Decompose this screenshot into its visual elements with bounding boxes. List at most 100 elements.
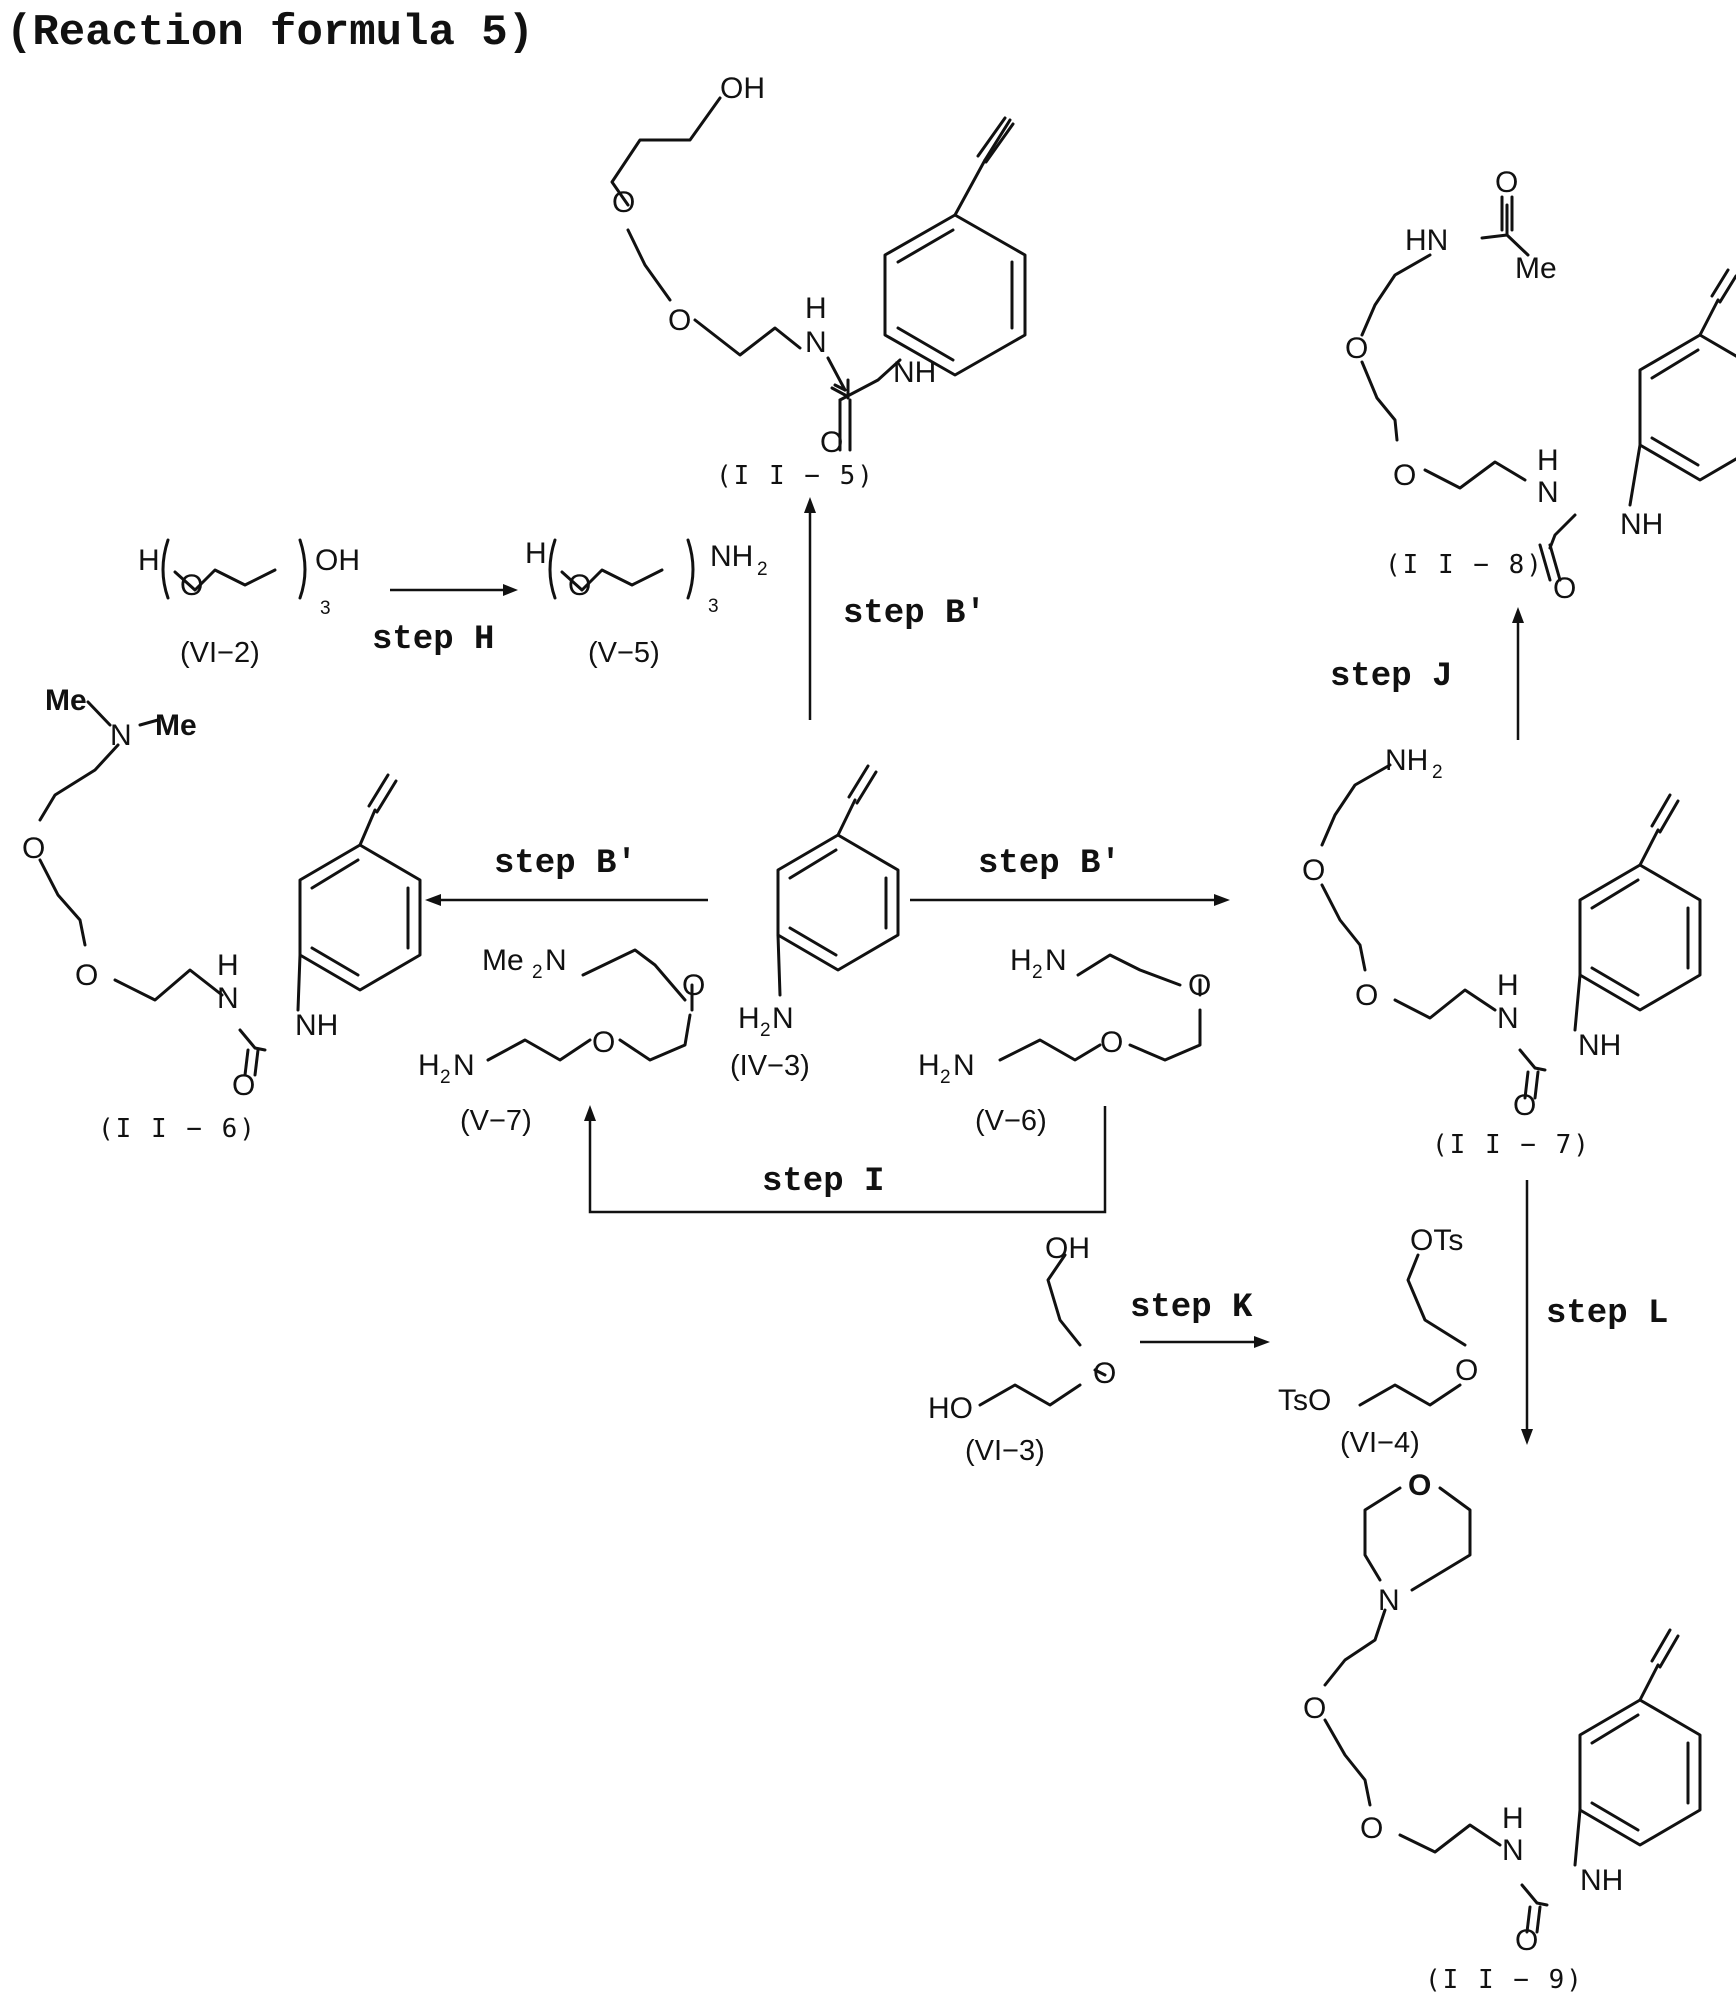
ii5-n: N bbox=[805, 326, 827, 359]
ii6-o3: O bbox=[232, 1069, 255, 1102]
scheme-title: (Reaction formula 5) bbox=[6, 8, 534, 58]
step-i-label: step I bbox=[762, 1163, 884, 1201]
arrow-step-k bbox=[1140, 1336, 1270, 1348]
vi2-n: 3 bbox=[320, 598, 331, 619]
step-j-label: step J bbox=[1330, 658, 1452, 696]
compound-iv-3 bbox=[778, 766, 898, 995]
v5-o: O bbox=[568, 569, 591, 602]
ii8-me: Me bbox=[1515, 252, 1557, 285]
ii7-nh2: NH bbox=[1385, 744, 1428, 777]
arrow-step-j bbox=[1512, 607, 1524, 740]
vi2-o: O bbox=[180, 569, 203, 602]
v7-me2n-sub: 2 bbox=[532, 962, 543, 983]
ii7-h: H bbox=[1497, 969, 1519, 1002]
arrow-step-b-left bbox=[425, 894, 708, 906]
ii9-n: N bbox=[1502, 1834, 1524, 1867]
ii7-n: N bbox=[1497, 1002, 1519, 1035]
ii6-me1: Me bbox=[45, 684, 87, 717]
iv3-h2n: H bbox=[738, 1002, 760, 1035]
v7-h2n-sub: 2 bbox=[440, 1067, 451, 1088]
v6-h2n-top-sub: 2 bbox=[1032, 962, 1043, 983]
vi2-label: (VI−2) bbox=[180, 637, 260, 669]
v7-h2n: H bbox=[418, 1049, 440, 1082]
ii7-o1: O bbox=[1302, 854, 1325, 887]
vi3-label: (VI−3) bbox=[965, 1435, 1045, 1467]
ii8-o3: O bbox=[1553, 572, 1576, 605]
iv3-label: (IV−3) bbox=[730, 1050, 810, 1082]
ii8-label: (I I − 8) bbox=[1385, 550, 1544, 580]
ii8-n: N bbox=[1537, 476, 1559, 509]
ii7-label: (I I − 7) bbox=[1432, 1130, 1591, 1160]
v6-h2n-top: H bbox=[1010, 944, 1032, 977]
v6-n-bottom: N bbox=[953, 1049, 975, 1082]
compound-ii-7 bbox=[1322, 765, 1700, 1098]
ii5-o3: O bbox=[820, 426, 843, 459]
compound-ii-6 bbox=[40, 702, 420, 1075]
v6-o-right: O bbox=[1188, 969, 1211, 1002]
vi2-oh: OH bbox=[315, 544, 360, 577]
ii9-n-morpholine: N bbox=[1378, 1584, 1400, 1617]
v6-o-mid: O bbox=[1100, 1026, 1123, 1059]
ii9-label: (I I − 9) bbox=[1425, 1965, 1584, 1995]
vi4-label: (VI−4) bbox=[1340, 1427, 1420, 1459]
vi3-ho: HO bbox=[928, 1392, 973, 1425]
v5-label: (V−5) bbox=[588, 637, 660, 669]
ii8-o-carbonyl: O bbox=[1495, 166, 1518, 199]
step-b-right-label: step B' bbox=[978, 845, 1121, 883]
v5-n: 3 bbox=[708, 596, 719, 617]
vi4-o: O bbox=[1455, 1354, 1478, 1387]
ii9-o1: O bbox=[1303, 1692, 1326, 1725]
step-k-label: step K bbox=[1130, 1289, 1253, 1327]
vi3-oh: OH bbox=[1045, 1232, 1090, 1265]
step-l-label: step L bbox=[1546, 1295, 1668, 1333]
iv3-h2n-sub: 2 bbox=[760, 1020, 771, 1041]
step-b-up-label: step B' bbox=[843, 595, 986, 633]
ii9-h: H bbox=[1502, 1802, 1524, 1835]
compound-ii-5 bbox=[612, 98, 1025, 450]
v7-o-mid: O bbox=[592, 1026, 615, 1059]
ii6-o2: O bbox=[75, 959, 98, 992]
ii7-nh: NH bbox=[1578, 1029, 1621, 1062]
v7-me2n: Me bbox=[482, 944, 524, 977]
v7-o-right: O bbox=[682, 969, 705, 1002]
ii8-h: H bbox=[1537, 444, 1559, 477]
ii9-o2: O bbox=[1360, 1812, 1383, 1845]
ii5-o1: O bbox=[612, 186, 635, 219]
arrow-step-h bbox=[390, 584, 518, 596]
step-b-left-label: step B' bbox=[494, 845, 637, 883]
vi2-h: H bbox=[138, 544, 160, 577]
v7-n-top: N bbox=[545, 944, 567, 977]
v7-n-bottom: N bbox=[453, 1049, 475, 1082]
compound-vi-4 bbox=[1360, 1255, 1465, 1405]
compound-vi-3 bbox=[980, 1255, 1105, 1405]
ii7-o3: O bbox=[1513, 1089, 1536, 1122]
v6-n-top: N bbox=[1045, 944, 1067, 977]
ii7-nh2-sub: 2 bbox=[1432, 762, 1443, 783]
ii8-nh: NH bbox=[1620, 508, 1663, 541]
ii7-o2: O bbox=[1355, 979, 1378, 1012]
ii6-h: H bbox=[217, 949, 239, 982]
step-h-label: step H bbox=[372, 621, 494, 659]
ii6-label: (I I − 6) bbox=[98, 1114, 257, 1144]
vi4-ots: OTs bbox=[1410, 1224, 1463, 1257]
ii9-o-morpholine: O bbox=[1408, 1469, 1431, 1502]
v6-h2n-bottom-sub: 2 bbox=[940, 1067, 951, 1088]
v6-h2n-bottom: H bbox=[918, 1049, 940, 1082]
arrow-step-b-up bbox=[804, 497, 816, 720]
ii6-n-me: N bbox=[110, 719, 132, 752]
ii8-o1: O bbox=[1345, 332, 1368, 365]
arrow-step-b-right bbox=[910, 894, 1230, 906]
ii5-nh: NH bbox=[893, 356, 936, 389]
ii8-hn: HN bbox=[1405, 224, 1448, 257]
v5-nh2: NH bbox=[710, 540, 753, 573]
ii6-n: N bbox=[217, 982, 239, 1015]
v5-nh2-sub: 2 bbox=[757, 559, 768, 580]
ii5-oh: OH bbox=[720, 72, 765, 105]
ii5-h: H bbox=[805, 292, 827, 325]
v5-h: H bbox=[525, 537, 547, 570]
v6-label: (V−6) bbox=[975, 1105, 1047, 1137]
ii9-o3: O bbox=[1515, 1924, 1538, 1957]
arrow-step-l bbox=[1521, 1180, 1533, 1445]
ii6-nh: NH bbox=[295, 1009, 338, 1042]
